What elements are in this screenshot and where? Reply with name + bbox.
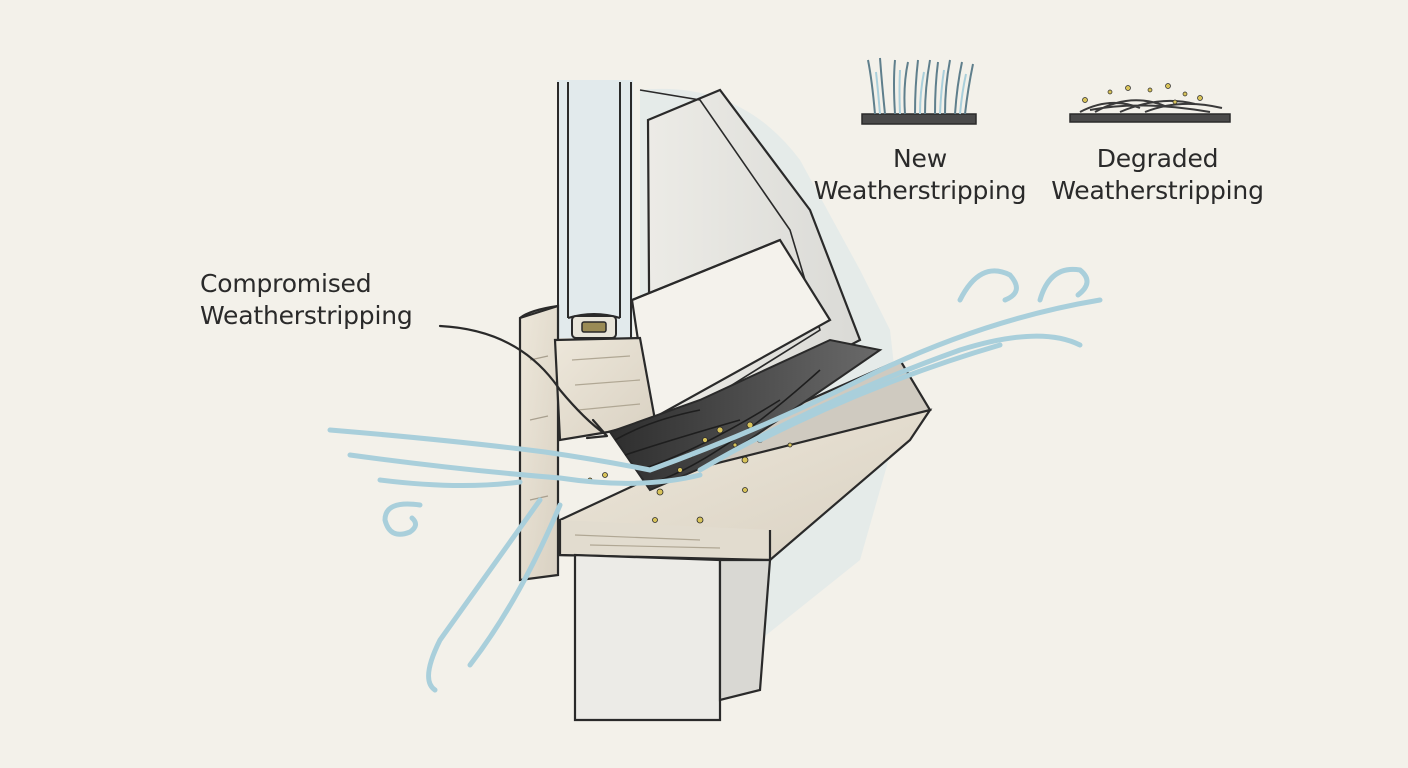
degraded-swatch-debris <box>1082 83 1203 105</box>
degraded-weatherstripping-label: Degraded Weatherstripping <box>1045 143 1270 207</box>
callout-arrow <box>438 324 609 440</box>
compromised-label-line1: Compromised <box>200 269 372 298</box>
air-leak-flow <box>327 266 1103 693</box>
new-label-line1: New <box>893 144 947 173</box>
new-weatherstrip-swatch <box>861 57 977 125</box>
compromised-weatherstrip <box>608 338 883 492</box>
compromised-weatherstripping-label: Compromised Weatherstripping <box>200 268 413 332</box>
new-label-line2: Weatherstripping <box>813 176 1027 205</box>
frame-post <box>518 304 560 582</box>
wall-below-sill <box>573 553 772 722</box>
degraded-label-line2: Weatherstripping <box>1051 176 1264 205</box>
new-weatherstripping-label: New Weatherstripping <box>810 143 1030 207</box>
glass-spacer <box>571 315 617 339</box>
degraded-weatherstrip-swatch <box>1069 99 1231 123</box>
degraded-label-line1: Degraded <box>1096 144 1219 173</box>
glass-pane <box>557 80 633 338</box>
compromised-label-line2: Weatherstripping <box>200 301 413 330</box>
